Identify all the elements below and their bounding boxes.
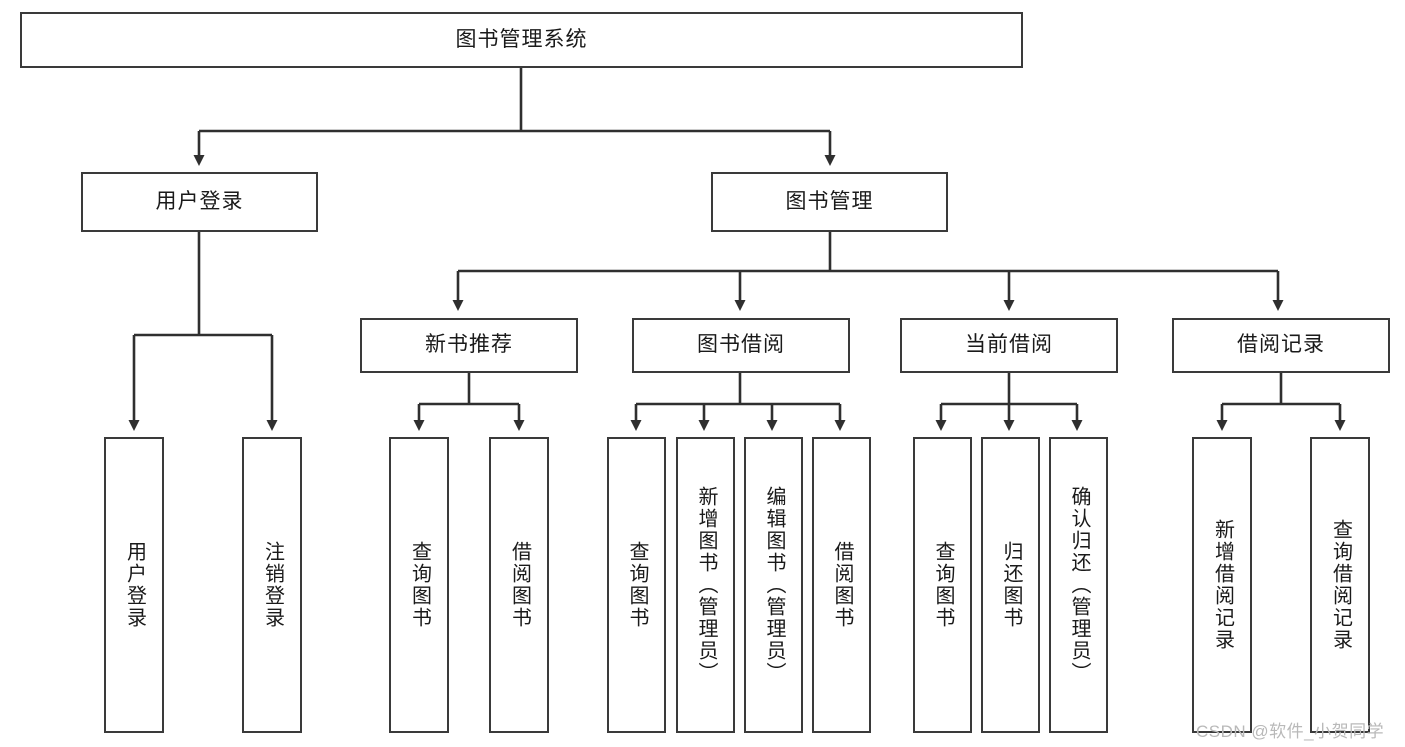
leaf-edit-book-admin[interactable]: 编辑图书（管理员） — [744, 437, 803, 733]
leaf-query-book-current[interactable]: 查询图书 — [913, 437, 972, 733]
node-label: 新书推荐 — [425, 333, 513, 357]
leaf-confirm-return-admin[interactable]: 确认归还（管理员） — [1049, 437, 1108, 733]
node-label: 查询图书 — [626, 541, 648, 629]
node-label: 图书借阅 — [697, 333, 785, 357]
leaf-query-borrow-record[interactable]: 查询借阅记录 — [1310, 437, 1370, 733]
node-label: 图书管理系统 — [455, 27, 588, 51]
node-current-borrow[interactable]: 当前借阅 — [900, 318, 1118, 373]
node-new-book-recommend[interactable]: 新书推荐 — [360, 318, 578, 373]
leaf-add-book-admin[interactable]: 新增图书（管理员） — [676, 437, 735, 733]
node-label: 确认归还（管理员） — [1068, 486, 1090, 684]
node-borrow-record[interactable]: 借阅记录 — [1172, 318, 1390, 373]
node-label: 查询图书 — [408, 541, 431, 629]
leaf-query-book-recommend[interactable]: 查询图书 — [389, 437, 449, 733]
leaf-logout-login[interactable]: 注销登录 — [242, 437, 302, 733]
node-label: 借阅记录 — [1237, 333, 1325, 357]
node-label: 归还图书 — [1000, 541, 1022, 629]
node-label: 新增图书（管理员） — [695, 486, 717, 684]
node-label: 用户登录 — [123, 541, 146, 629]
node-book-borrow[interactable]: 图书借阅 — [632, 318, 850, 373]
csdn-watermark: CSDN @软件_小贺同学 — [1196, 722, 1385, 741]
node-label: 用户登录 — [155, 189, 244, 213]
leaf-add-borrow-record[interactable]: 新增借阅记录 — [1192, 437, 1252, 733]
node-label: 编辑图书（管理员） — [763, 486, 785, 684]
node-label: 借阅图书 — [508, 541, 531, 629]
node-label: 查询借阅记录 — [1329, 519, 1352, 651]
leaf-borrow-book-recommend[interactable]: 借阅图书 — [489, 437, 549, 733]
node-label: 查询图书 — [932, 541, 954, 629]
node-label: 注销登录 — [261, 541, 284, 629]
leaf-borrow-book[interactable]: 借阅图书 — [812, 437, 871, 733]
node-book-management-system[interactable]: 图书管理系统 — [20, 12, 1023, 68]
node-label: 借阅图书 — [831, 541, 853, 629]
node-label: 新增借阅记录 — [1211, 519, 1234, 651]
node-book-management[interactable]: 图书管理 — [711, 172, 948, 232]
node-label: 当前借阅 — [965, 333, 1053, 357]
leaf-query-book-borrow[interactable]: 查询图书 — [607, 437, 666, 733]
node-user-login[interactable]: 用户登录 — [81, 172, 318, 232]
leaf-return-book[interactable]: 归还图书 — [981, 437, 1040, 733]
node-label: 图书管理 — [785, 189, 874, 213]
leaf-user-login[interactable]: 用户登录 — [104, 437, 164, 733]
